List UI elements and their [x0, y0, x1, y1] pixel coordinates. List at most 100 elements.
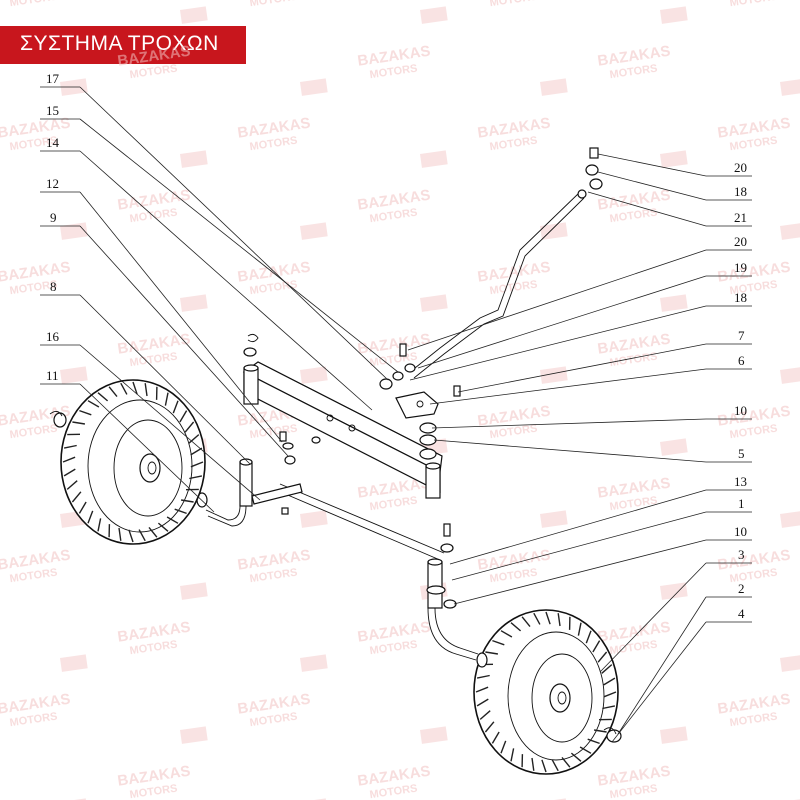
tread-lug [120, 382, 128, 395]
callout-16: 16 [46, 329, 60, 344]
callout-15: 15 [46, 103, 59, 118]
tread-lug [557, 613, 561, 627]
svg-text:MOTORS: MOTORS [9, 0, 58, 9]
left-wheel-tread [62, 381, 204, 543]
callout-11: 11 [46, 368, 59, 383]
callout-10b: 10 [734, 524, 747, 539]
steering-rod [409, 189, 587, 379]
tread-lug [166, 516, 179, 524]
tread-lug [593, 729, 607, 733]
steering-arm [395, 391, 439, 419]
tread-lug [87, 510, 94, 524]
tread-lug [190, 461, 204, 468]
tread-lug [97, 518, 102, 532]
callout-labels: 17 15 14 12 9 8 16 11 20 18 21 20 19 18 … [46, 71, 747, 621]
callout-8: 8 [50, 279, 57, 294]
tread-lug [603, 691, 617, 698]
callout-17: 17 [46, 71, 60, 86]
tread-lug [585, 630, 592, 644]
tread-lug [78, 501, 87, 514]
callout-10: 10 [734, 403, 747, 418]
tread-lug [579, 746, 592, 754]
tread-lug [510, 748, 515, 762]
tread-lug [521, 616, 531, 628]
tread-lug [63, 468, 76, 477]
right-spindle [426, 558, 479, 661]
tread-lug [601, 664, 613, 674]
callout-6: 6 [738, 353, 745, 368]
tread-lug [603, 677, 616, 686]
tread-lug [179, 410, 188, 423]
tread-lug [148, 526, 158, 538]
tread-lug [541, 759, 547, 773]
tread-lug [138, 529, 146, 542]
tread-lug [108, 386, 118, 398]
callout-14: 14 [46, 135, 60, 150]
svg-text:MOTORS: MOTORS [489, 0, 538, 9]
tread-lug [533, 612, 541, 625]
svg-text:MOTORS: MOTORS [369, 783, 418, 800]
tread-lug [510, 622, 522, 632]
callout-20b: 20 [734, 234, 747, 249]
tread-lug [475, 686, 489, 693]
tread-lug [62, 456, 76, 463]
tread-lug [188, 434, 200, 444]
tread-lug [592, 640, 601, 653]
tread-lug [174, 508, 187, 515]
tread-lug [587, 738, 600, 745]
tread-lug [479, 710, 491, 720]
callout-19: 19 [734, 260, 747, 275]
tread-lug [172, 400, 179, 414]
right-wheel [473, 609, 619, 775]
tread-lug [132, 381, 138, 395]
callout-12: 12 [46, 176, 59, 191]
tread-lug [157, 522, 169, 532]
tread-lug [492, 639, 505, 646]
tread-lug [561, 756, 571, 768]
title-banner: ΣΥΣΤΗΜΑ ΤΡΟΧΩΝ [0, 26, 246, 64]
callout-1: 1 [738, 496, 745, 511]
tread-lug [597, 651, 608, 663]
callout-5: 5 [738, 446, 745, 461]
tread-lug [189, 475, 203, 480]
leader-lines [40, 86, 752, 743]
tread-lug [144, 383, 148, 397]
callout-13: 13 [734, 474, 747, 489]
tread-lug [66, 480, 78, 490]
page-title: ΣΥΣΤΗΜΑ ΤΡΟΧΩΝ [20, 32, 219, 55]
tread-lug [164, 392, 169, 406]
left-wheel [60, 379, 206, 545]
tread-lug [79, 409, 92, 416]
tread-lug [570, 752, 582, 762]
svg-text:MOTORS: MOTORS [129, 783, 178, 800]
callout-18b: 18 [734, 290, 747, 305]
tread-lug [476, 698, 489, 707]
tread-lug [72, 421, 86, 425]
callout-3: 3 [738, 547, 745, 562]
callout-18: 18 [734, 184, 747, 199]
callout-21: 21 [734, 210, 747, 225]
tread-lug [190, 447, 203, 456]
hardware-parts [49, 147, 622, 743]
